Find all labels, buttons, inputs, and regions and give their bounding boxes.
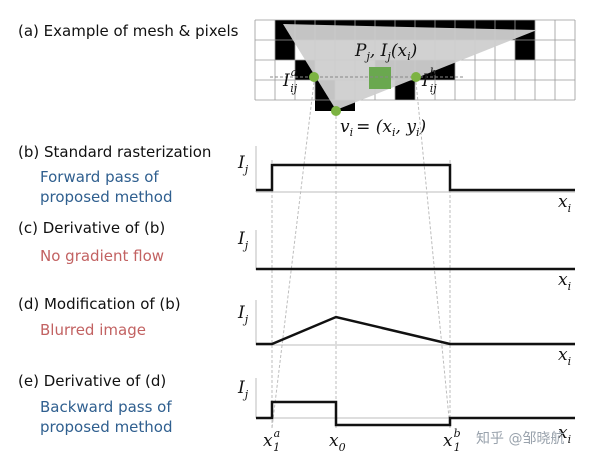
panel-e-title: (e) Derivative of (d): [18, 372, 167, 390]
panel-a-title: (a) Example of mesh & pixels: [18, 22, 239, 40]
watermark: 知乎 @邹晓航: [476, 431, 565, 447]
point-iija: [309, 72, 319, 82]
plot-c: Ij xi: [237, 229, 575, 293]
panel-d-title: (d) Modification of (b): [18, 295, 181, 313]
panel-e-subtitle: Backward pass of proposed method: [40, 398, 173, 436]
xlabel-e: xi: [558, 423, 571, 446]
xlabel-d: xi: [558, 345, 571, 368]
plot-b: Ij xi: [237, 146, 575, 215]
xlabel-b: xi: [558, 192, 571, 215]
label-pj: Pj, Ij(xi): [354, 41, 417, 63]
tick-x0: x0: [329, 431, 346, 454]
panel-c-subtitle: No gradient flow: [40, 247, 165, 265]
panel-c-title: (c) Derivative of (b): [18, 219, 166, 237]
ylabel-c: Ij: [237, 229, 249, 252]
xlabel-c: xi: [558, 270, 571, 293]
curve-b: [256, 163, 575, 192]
panel-b-title: (b) Standard rasterization: [18, 143, 212, 161]
panel-d-subtitle: Blurred image: [40, 321, 146, 339]
point-iijb: [411, 72, 421, 82]
plot-e: Ij xi: [237, 378, 575, 446]
panel-b-subtitle: Forward pass of proposed method: [40, 168, 173, 206]
label-vi: vi= (xi, yi): [340, 117, 426, 139]
curve-d: [256, 315, 575, 346]
pixel-pj: [369, 67, 391, 89]
plot-d: Ij xi: [237, 300, 575, 368]
ylabel-d: Ij: [237, 303, 249, 326]
curve-e: [256, 400, 575, 427]
ylabel-e: Ij: [237, 378, 249, 401]
mesh-triangle: [283, 24, 537, 110]
ylabel-b: Ij: [237, 153, 249, 176]
vertex-vi: [331, 106, 341, 116]
guide-lines: [271, 81, 451, 429]
